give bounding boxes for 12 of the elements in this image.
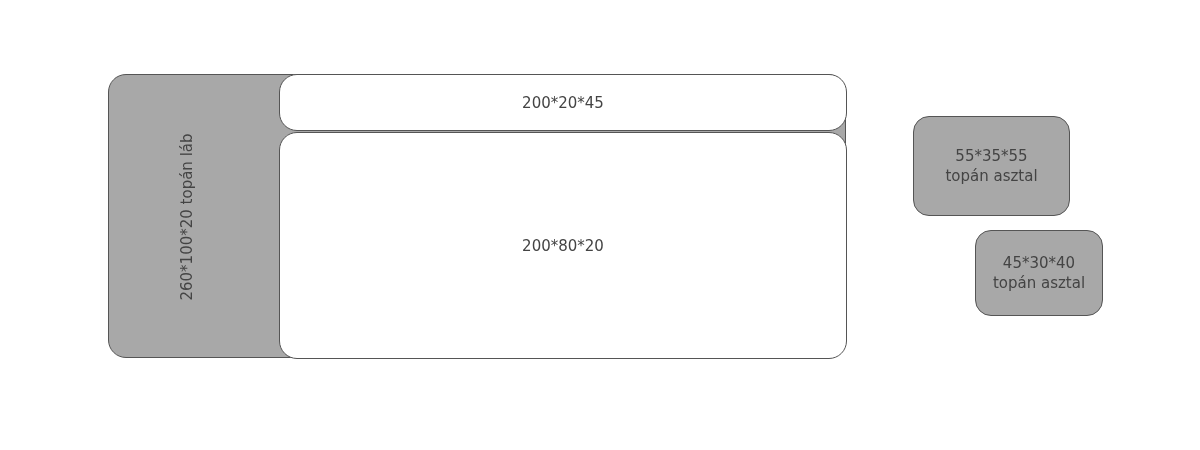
dimension-label: 55*35*55 (955, 146, 1028, 166)
dimension-label: 200*80*20 (522, 235, 604, 256)
sofa-base (108, 74, 846, 358)
dimension-label: topán asztal (992, 273, 1086, 293)
dimension-label: topán asztal (945, 166, 1038, 186)
back-cushion (279, 74, 847, 131)
dimension-label: 200*20*45 (522, 92, 604, 113)
side-table (975, 230, 1103, 316)
dimension-label: 45*30*40 (1002, 253, 1076, 273)
dimension-label: 260*100*20 topán láb (177, 133, 197, 301)
side-table (913, 116, 1070, 216)
seat-cushion (279, 132, 847, 359)
